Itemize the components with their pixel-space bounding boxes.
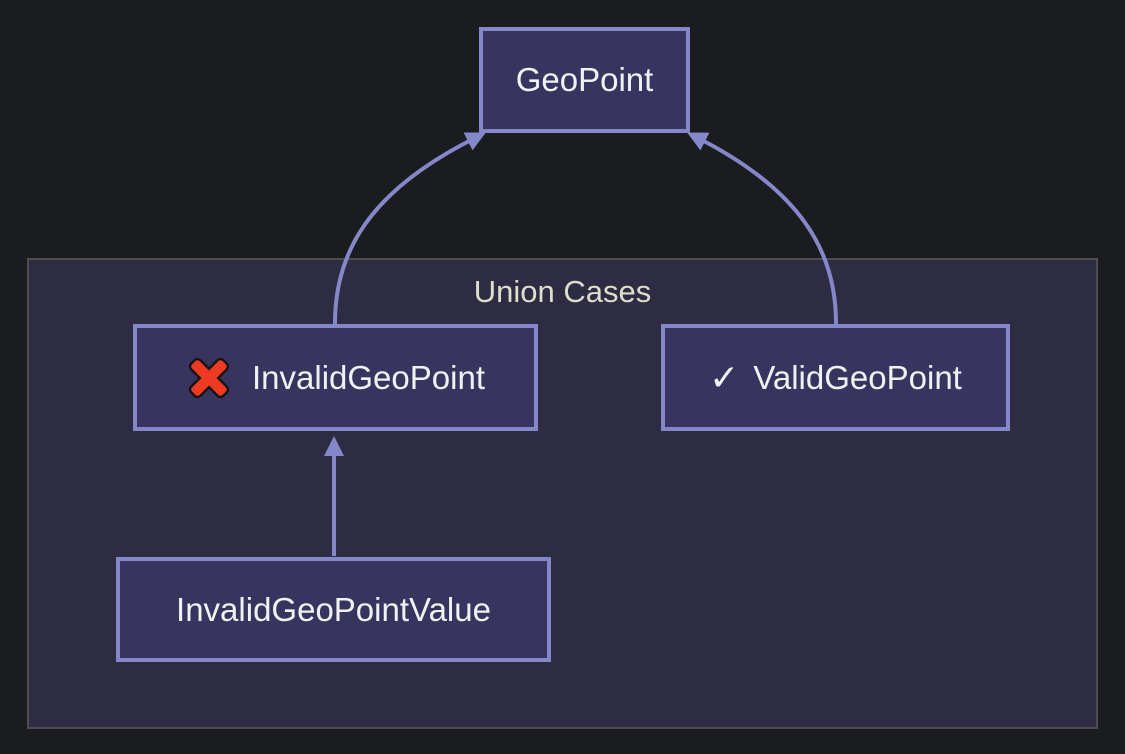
cross-mark-icon	[188, 357, 230, 398]
node-invalid-geopoint-value: InvalidGeoPointValue	[116, 557, 551, 662]
group-title: Union Cases	[473, 274, 652, 309]
node-geopoint: GeoPoint	[479, 27, 690, 133]
node-valid-geopoint: ✓ ValidGeoPoint	[661, 324, 1010, 431]
node-invalid-geopoint-value-label: InvalidGeoPointValue	[176, 590, 491, 628]
node-geopoint-label: GeoPoint	[515, 61, 654, 98]
node-invalid-geopoint: InvalidGeoPoint	[133, 324, 538, 431]
check-mark-icon: ✓	[709, 356, 740, 398]
node-invalid-geopoint-label: InvalidGeoPoint	[252, 358, 485, 396]
node-valid-geopoint-label: ValidGeoPoint	[753, 358, 962, 396]
